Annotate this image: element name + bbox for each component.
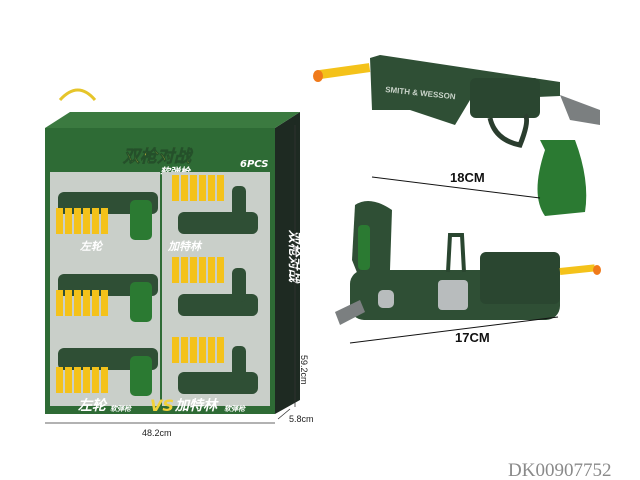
box-rows: 左轮 加特林 [50,172,270,406]
package-box: 双枪对战 双枪对战 软弹枪 6PCS 左轮 加特林 [45,88,302,415]
watermark: DK00907752 [508,460,611,480]
gatling-length: 17CM [455,330,490,345]
row-gatling-label: 加特林 [167,240,203,253]
bottom-soft-label: 软弹枪 [110,404,132,413]
row-revolver-label: 左轮 [80,240,104,253]
side-title: 双枪对战 [286,229,302,284]
vs-label: VS [150,396,174,415]
box-depth-label: 5.8cm [289,414,314,424]
box-height-label: 59.2cm [299,355,309,385]
bottom-soft-label-2: 软弹枪 [224,404,246,413]
dart [319,63,371,79]
box-side-panel [275,112,300,414]
box-count: 6PCS [240,159,268,170]
box-title: 双枪对战 [122,147,193,167]
box-dimensions: 48.2cm 59.2cm 5.8cm [45,125,314,438]
box-handle [58,88,97,102]
revolver-length: 18CM [450,170,485,185]
revolver: SMITH & WESSON 18CM [313,55,600,216]
box-width-label: 48.2cm [142,428,172,438]
bottom-revolver-label: 左轮 [78,397,108,414]
gatling: 17CM [335,201,601,345]
bottom-gatling-label: 加特林 [174,397,219,414]
